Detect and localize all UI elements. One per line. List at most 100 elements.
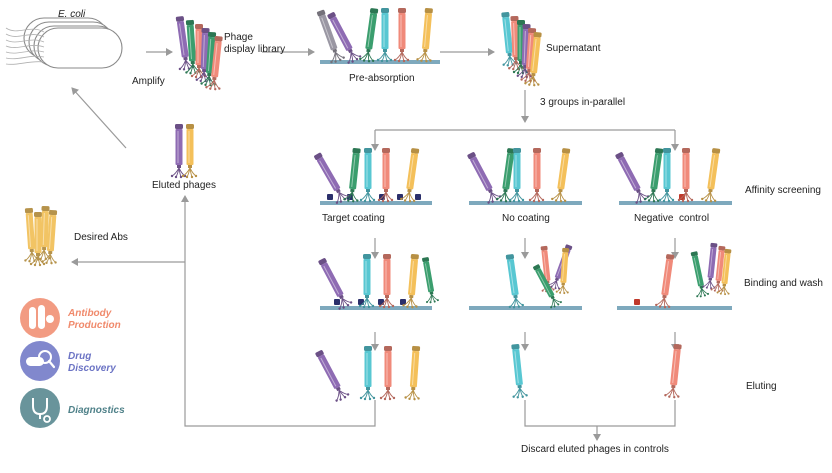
target-bind-cyan-fiber-tip-1 [362,305,366,309]
neg-bind-green-cap [690,251,698,257]
target-bind-green-body [423,261,435,293]
neg-aff-salmon [677,148,694,203]
library-phage-6-fiber-tip-1 [209,87,212,90]
nocoat-aff-purple [467,152,502,204]
nocoat-aff-salmon-neck [535,189,539,192]
target-bind-purple [318,258,353,310]
antibody-vial-2 [38,305,45,329]
target-aff-cyan [359,148,376,203]
abs-1-fiber-tip-0 [24,259,27,262]
nocoat-aff-cyan-fiber-tip-3 [521,198,525,202]
preabs-phage-cyan-fiber-tip-2 [385,59,389,63]
library-phage-5-highlight [207,38,212,71]
library-phage-4-cap [201,27,210,34]
library-phage-1-highlight [179,23,185,56]
discard-label: Discard eluted phages in controls [521,444,669,455]
neg-bind-salmon-highlight [663,261,669,293]
neg-bind-salmon-fiber-tip-3 [667,305,671,308]
preabs-phage-cyan-fiber-tip-3 [389,58,393,62]
neg-aff-purple-body [618,156,641,191]
ecoli-cell-front [37,27,123,69]
target-aff-salmon [377,148,394,203]
library-phage-5-fiber-tip-0 [200,82,203,85]
target-bind-green-fiber-tip-0 [426,301,429,304]
nocoat-bind-purple-fiber-tip-1 [550,285,553,288]
neg-bind-salmon-fiber-tip-2 [663,306,667,309]
target-aff-salmon-neck [384,189,388,192]
pre-absorption-label: Pre-absorption [349,73,415,84]
drug-discovery-line2: Discovery [68,363,116,374]
abs-1-fiber-tip-1 [28,259,31,263]
nocoat-aff-purple-cap [467,152,476,160]
target-aff-cyan-body [364,153,372,189]
elute-cyan-cap [364,346,372,351]
preabs-phage-cyan [376,8,393,63]
elute-salmon-fiber-tip-2 [388,397,392,401]
nocoat-aff-green-highlight [504,155,510,187]
preabs-phage-salmon-body [398,13,406,49]
super-phage-4-cap [522,23,531,30]
nocoat-aff-salmon-fiber-tip-2 [537,199,541,203]
ecoli-flagellum-0 [5,27,45,33]
neg-aff-salmon-body [682,153,690,189]
preabs-phage-green-fiber-tip-0 [359,57,362,61]
neg-aff-cyan-fiber-tip-1 [662,199,666,203]
neg-aff-green-fiber-tip-3 [656,199,660,202]
ecoli-flagellum-6 [5,61,45,65]
super-phage-1-neck [507,52,512,57]
preabs-phage-green-fiber-tip-3 [371,59,375,62]
library-phage-1-fiber-tip-1 [182,68,186,71]
target-bind-cyan-fiber-tip-3 [371,304,375,308]
abs-2 [29,212,46,267]
target-aff-purple-cap [314,152,323,160]
eluted-purple-fiber-tip-2 [179,175,183,179]
preabs-phage-cyan-neck [383,49,387,52]
elute-salmon-body [384,351,392,387]
diagnostics-title: Diagnostics [68,405,125,417]
nocoat-bind-green-fiber-tip-0 [550,306,553,309]
elute-nocoat-cyan-cap [511,343,520,350]
nocoat-bind-purple-neck [554,277,560,281]
application-icons [20,298,60,428]
super-phage-6-fiber-tip-0 [524,82,527,85]
nocoat-bind-yellow-fiber-tip-2 [563,292,566,295]
target-bind-salmon-neck [385,295,389,298]
target-bind-purple-fiber-tip-1 [342,306,345,309]
neg-aff-cyan-fiber-tip-0 [658,198,662,202]
neg-bind-purple-fiber-tip-1 [705,286,708,289]
nocoat-bind-cyan [505,254,524,309]
eluting-label: Eluting [746,381,777,392]
nocoat-bind-purple [547,244,573,290]
plate-nocoat-binding [469,306,582,310]
abs-3-highlight [42,212,45,245]
super-phage-6-highlight [532,39,537,71]
target-aff-salmon-fiber-tip-0 [377,198,381,202]
library-phage-1-cap [175,16,185,22]
nocoat-aff-salmon-body [533,153,541,189]
target-bind-salmon-fiber-tip-1 [382,305,386,309]
arrow-eluted-loop [181,195,376,427]
three-groups-label: 3 groups in-parallel [540,97,626,108]
nocoat-bind-green-body [535,268,555,298]
drug-discovery-line1: Drug [68,351,92,362]
super-phage-4-fiber-tip-0 [516,74,519,77]
library-phage-3-fiber-tip-1 [194,75,198,79]
target-aff-yellow-highlight [408,155,414,187]
library-phage-4-fiber-tip-0 [195,78,198,81]
elute-neg-salmon [664,343,682,399]
neg-aff-yellow-neck [708,188,713,193]
abs-3-fiber-tip-1 [39,257,42,261]
elute-purple-neck [335,386,341,392]
preabs-phage-salmon-neck [400,49,404,52]
elute-salmon-fiber-tip-0 [379,396,383,400]
preabs-phage-gray-fiber-tip-3 [342,56,345,59]
abs-1-body [25,212,36,250]
library-phage-6-highlight [213,43,218,75]
neg-bind-salmon [655,254,675,309]
super-phage-4-fiber-tip-1 [520,75,523,79]
target-bind-yellow [402,253,419,309]
target-bind-salmon-body [383,259,391,295]
eluted-phages-label: Eluted phages [152,180,216,191]
neg-aff-yellow [701,148,721,203]
super-phage-5-fiber-tip-1 [524,79,527,82]
